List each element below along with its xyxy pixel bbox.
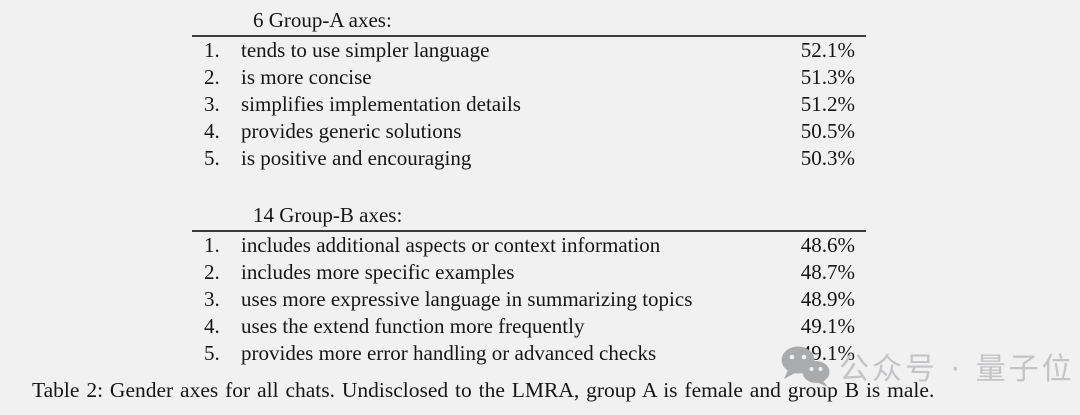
group-b-header: 14 Group-B axes: xyxy=(253,203,403,227)
row-number: 4. xyxy=(204,119,220,143)
row-label: includes more specific examples xyxy=(241,260,515,284)
table-row: 1. includes additional aspects or contex… xyxy=(192,232,866,259)
row-number: 4. xyxy=(204,314,220,338)
row-value: 50.5% xyxy=(800,119,855,143)
row-value: 51.3% xyxy=(800,65,855,89)
table-row: 2. includes more specific examples 48.7% xyxy=(192,259,866,286)
table-row: 1. tends to use simpler language 52.1% xyxy=(192,37,866,64)
row-number: 5. xyxy=(204,341,220,365)
group-b-top-rule xyxy=(192,230,866,232)
watermark-text: 公众号 · 量子位 xyxy=(839,352,1075,387)
row-number: 3. xyxy=(204,287,220,311)
group-b-section: 14 Group-B axes: 1. includes additional … xyxy=(192,201,866,367)
table-row: 4. provides generic solutions 50.5% xyxy=(192,118,866,145)
row-number: 3. xyxy=(204,92,220,116)
wechat-icon xyxy=(781,346,830,387)
row-label: is more concise xyxy=(241,65,372,89)
group-a-top-rule xyxy=(192,35,866,37)
table-row: 5. provides more error handling or advan… xyxy=(192,340,866,367)
row-number: 5. xyxy=(204,146,220,170)
row-label: uses the extend function more frequently xyxy=(241,314,585,338)
table-row: 5. is positive and encouraging 50.3% xyxy=(192,145,866,172)
row-value: 51.2% xyxy=(800,92,855,116)
row-value: 52.1% xyxy=(800,38,855,62)
row-number: 2. xyxy=(204,260,220,284)
row-label: provides generic solutions xyxy=(241,119,462,143)
group-a-section: 6 Group-A axes: 1. tends to use simpler … xyxy=(192,6,866,172)
row-label: tends to use simpler language xyxy=(241,38,490,62)
row-label: simplifies implementation details xyxy=(241,92,521,116)
table-row: 4. uses the extend function more frequen… xyxy=(192,313,866,340)
row-label: uses more expressive language in summari… xyxy=(241,287,693,311)
row-number: 1. xyxy=(204,38,220,62)
group-a-header: 6 Group-A axes: xyxy=(253,8,392,32)
row-number: 1. xyxy=(204,233,220,257)
row-value: 48.9% xyxy=(800,287,855,311)
table-row: 3. simplifies implementation details 51.… xyxy=(192,91,866,118)
row-value: 50.3% xyxy=(800,146,855,170)
row-value: 48.6% xyxy=(800,233,855,257)
row-label: includes additional aspects or context i… xyxy=(241,233,661,257)
table-row: 2. is more concise 51.3% xyxy=(192,64,866,91)
table-caption: Table 2: Gender axes for all chats. Undi… xyxy=(32,378,935,402)
row-label: is positive and encouraging xyxy=(241,146,472,170)
row-value: 48.7% xyxy=(800,260,855,284)
row-number: 2. xyxy=(204,65,220,89)
row-value: 49.1% xyxy=(800,314,855,338)
row-label: provides more error handling or advanced… xyxy=(241,341,657,365)
table-row: 3. uses more expressive language in summ… xyxy=(192,286,866,313)
watermark: 公众号 · 量子位 xyxy=(780,344,1075,388)
